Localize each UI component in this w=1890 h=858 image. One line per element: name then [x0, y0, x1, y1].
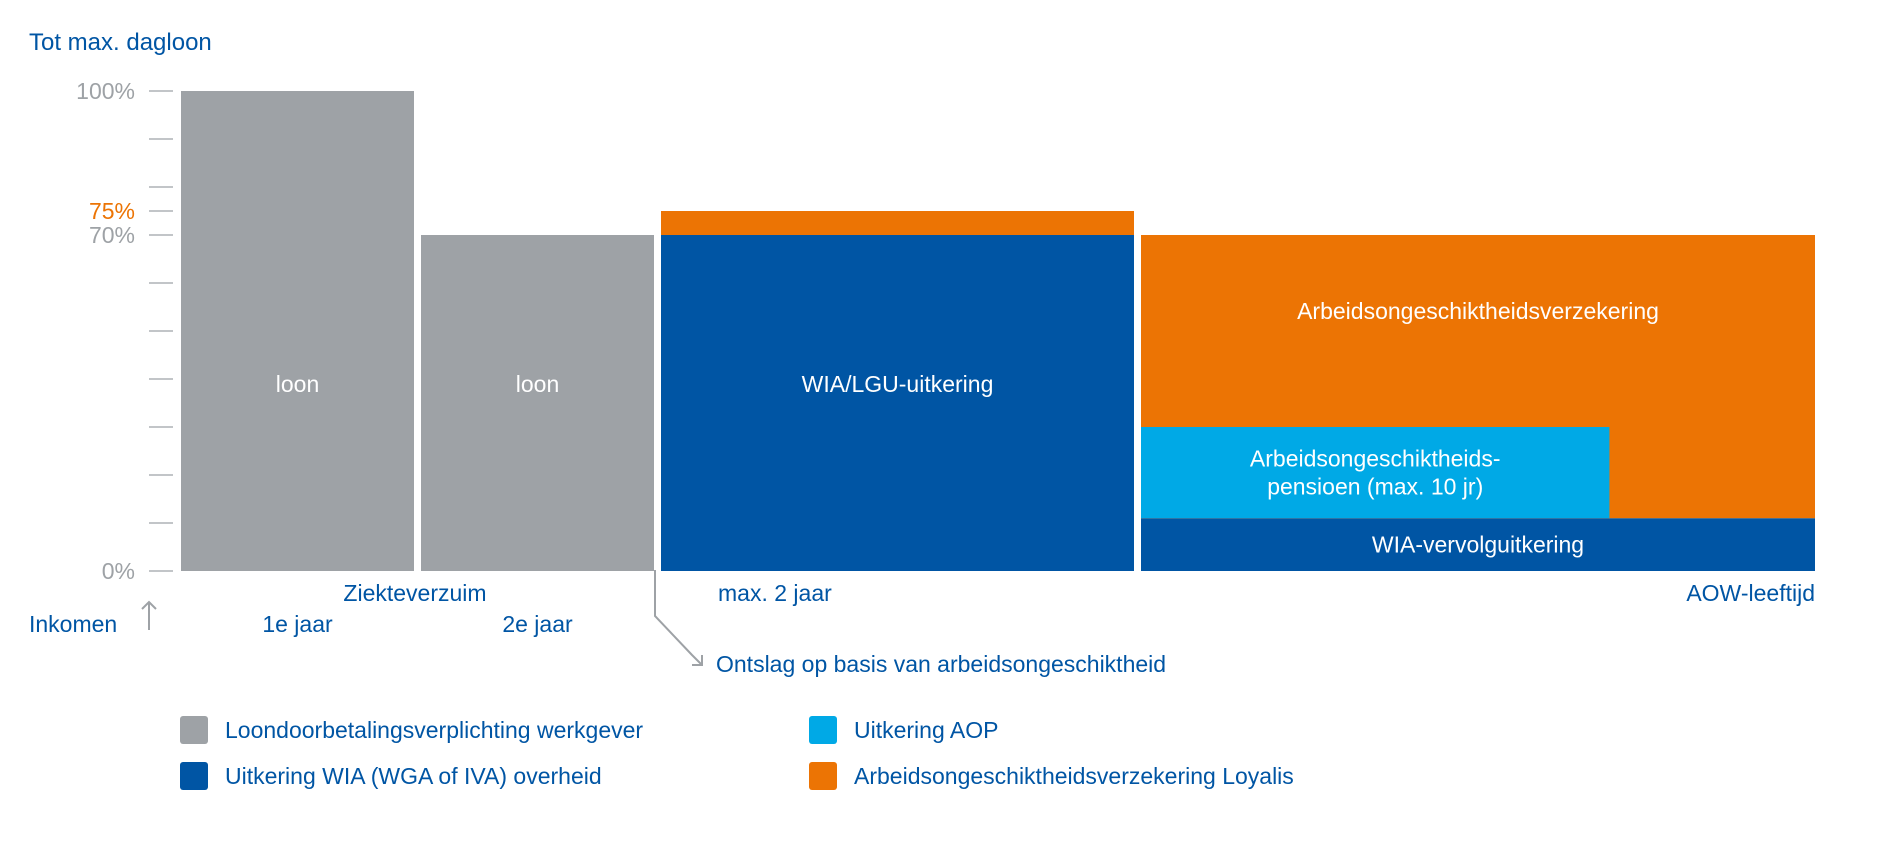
- arrow-up-icon: [141, 600, 157, 630]
- bar-label-arbeidsongeschiktheidsverzekering: Arbeidsongeschiktheidsverzekering: [1297, 298, 1659, 324]
- annotation-ziekteverzuim: Ziekteverzuim: [343, 580, 486, 606]
- legend-label: Arbeidsongeschiktheidsverzekering Loyali…: [854, 763, 1294, 789]
- y-tick-label: 0%: [102, 558, 135, 584]
- bar-label-aop: Arbeidsongeschiktheids-: [1250, 446, 1501, 472]
- legend-label: Uitkering WIA (WGA of IVA) overheid: [225, 763, 602, 789]
- bar-segment-aop: [1141, 427, 1610, 519]
- bars: [181, 91, 1815, 571]
- legend-swatch: [809, 716, 837, 744]
- bar-segment-loon: [181, 91, 414, 571]
- bar-segment-wia: [1141, 518, 1815, 571]
- legend-item-wia: Uitkering WIA (WGA of IVA) overheid: [180, 762, 602, 790]
- bar-segment-loon: [421, 235, 654, 571]
- bar-label-aop: pensioen (max. 10 jr): [1267, 474, 1483, 500]
- legend-swatch: [809, 762, 837, 790]
- legend-label: Uitkering AOP: [854, 717, 998, 743]
- legend-swatch: [180, 716, 208, 744]
- y-tick-label: 100%: [76, 78, 135, 104]
- annotation-aow-leeftijd: AOW-leeftijd: [1686, 580, 1815, 606]
- bar-label-loon: loon: [516, 371, 559, 397]
- bar-segment-wia: [661, 235, 1134, 571]
- bar-label-wia-lgu-uitkering: WIA/LGU-uitkering: [802, 371, 994, 397]
- bar-labels: loon loon WIA/LGU-uitkeringWIA-vervolguitk…: [276, 298, 1659, 558]
- y-axis: 100% 75%70% 0%: [76, 78, 173, 584]
- period-label: 2e jaar: [502, 611, 573, 637]
- legend-label: Loondoorbetalingsverplichting werkgever: [225, 717, 643, 743]
- legend-item-aop: Uitkering AOP: [809, 716, 998, 744]
- bar-label-loon: loon: [276, 371, 319, 397]
- annotation-max-2-jaar: max. 2 jaar: [718, 580, 832, 606]
- legend-item-loyalis: Arbeidsongeschiktheidsverzekering Loyali…: [809, 762, 1294, 790]
- period-label: 1e jaar: [262, 611, 333, 637]
- legend-item-loon: Loondoorbetalingsverplichting werkgever: [180, 716, 643, 744]
- y-tick-label: 75%: [89, 198, 135, 224]
- bar-segment-loyalis: [661, 211, 1134, 235]
- y-tick-label: 70%: [89, 222, 135, 248]
- chart-title: Tot max. dagloon: [29, 29, 212, 56]
- legend-swatch: [180, 762, 208, 790]
- bar-label-wia-vervolguitkering: WIA-vervolguitkering: [1372, 532, 1584, 558]
- ontslag-arrow-icon: [654, 570, 703, 666]
- period-labels: 1e jaar 2e jaar: [262, 611, 573, 637]
- annotation-ontslag: Ontslag op basis van arbeidsongeschikthe…: [716, 651, 1166, 677]
- y-axis-label: Inkomen: [29, 611, 117, 637]
